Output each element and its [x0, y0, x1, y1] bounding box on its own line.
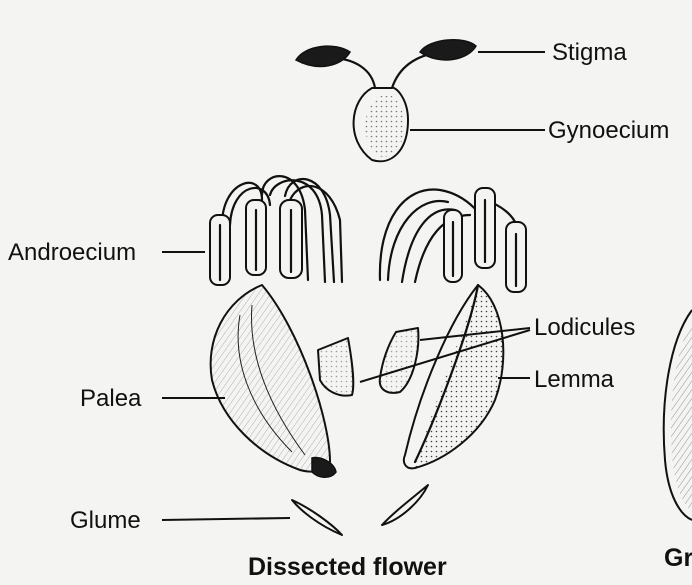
- glumes-drawing: [292, 485, 428, 535]
- caption-dissected-flower: Dissected flower: [248, 553, 447, 581]
- gynoecium-drawing: [296, 40, 476, 161]
- label-glume: Glume: [70, 507, 141, 534]
- grain-drawing-cropped: [664, 310, 692, 520]
- label-stigma: Stigma: [552, 39, 627, 66]
- lodicules-drawing: [318, 328, 418, 396]
- caption-cropped: Gr: [664, 544, 692, 572]
- lemma-drawing: [404, 285, 503, 468]
- androecium-right-drawing: [380, 188, 526, 292]
- palea-drawing: [211, 285, 336, 477]
- label-androecium: Androecium: [8, 239, 136, 266]
- label-lodicules: Lodicules: [534, 314, 635, 341]
- stigma-left: [296, 46, 350, 66]
- androecium-left-drawing: [210, 176, 342, 285]
- stigma-right: [420, 40, 476, 60]
- label-gynoecium: Gynoecium: [548, 117, 669, 144]
- label-lemma: Lemma: [534, 366, 615, 393]
- label-palea: Palea: [80, 385, 142, 412]
